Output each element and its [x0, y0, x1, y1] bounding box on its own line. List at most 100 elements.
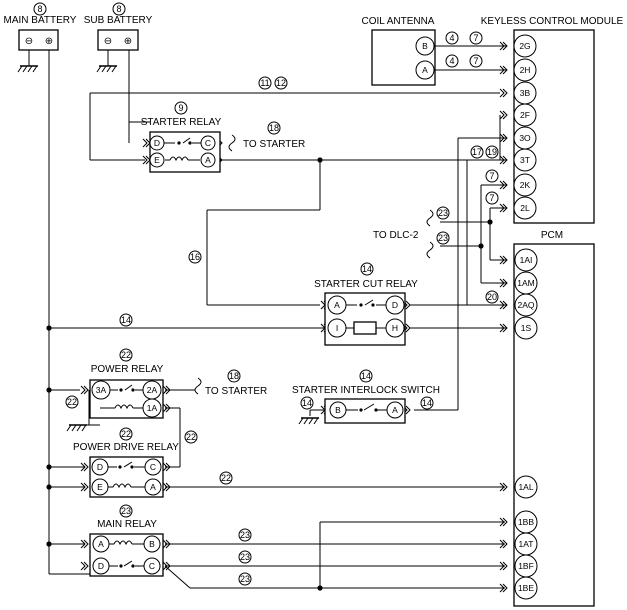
svg-text:B: B — [149, 539, 155, 549]
svg-text:4: 4 — [449, 33, 454, 43]
svg-text:22: 22 — [121, 350, 131, 360]
power-drive-relay-label: POWER DRIVE RELAY — [73, 442, 179, 453]
svg-text:22: 22 — [67, 397, 77, 407]
to-starter-label-2: TO STARTER — [205, 386, 267, 397]
power-drive-relay: 22 POWER DRIVE RELAY D C E A — [73, 427, 179, 498]
svg-text:1AM: 1AM — [517, 278, 534, 288]
svg-text:3O: 3O — [519, 133, 531, 143]
main-relay: 23 MAIN RELAY A B D C — [89, 504, 164, 577]
svg-text:12: 12 — [276, 78, 286, 88]
junction-dots — [46, 157, 493, 591]
pcm: PCM 1AI 1AM 2AQ 1S 1AL 1BB 1AT 1BF 1BE — [513, 230, 595, 607]
svg-text:B: B — [422, 41, 428, 51]
svg-text:A: A — [98, 539, 104, 549]
svg-text:23: 23 — [438, 208, 448, 218]
svg-text:2L: 2L — [520, 203, 530, 213]
starter-cut-relay-label: STARTER CUT RELAY — [314, 279, 418, 290]
svg-text:1AT: 1AT — [519, 539, 534, 549]
svg-text:A: A — [334, 300, 340, 310]
svg-text:C: C — [149, 561, 155, 571]
svg-text:2K: 2K — [520, 180, 531, 190]
svg-text:1BB: 1BB — [518, 517, 534, 527]
svg-text:2H: 2H — [520, 65, 531, 75]
svg-text:7: 7 — [489, 193, 494, 203]
pcm-label: PCM — [541, 230, 563, 241]
svg-text:23: 23 — [240, 574, 250, 584]
svg-text:1AL: 1AL — [518, 482, 533, 492]
svg-text:18: 18 — [229, 371, 239, 381]
svg-text:3B: 3B — [520, 88, 531, 98]
svg-text:2G: 2G — [519, 41, 530, 51]
svg-text:7: 7 — [489, 171, 494, 181]
to-dlc2-label: TO DLC-2 — [373, 230, 419, 241]
wires — [48, 45, 507, 589]
svg-text:H: H — [392, 323, 398, 333]
starter-cut-relay: 14 STARTER CUT RELAY A D I H — [314, 262, 418, 346]
svg-text:9: 9 — [178, 103, 183, 113]
svg-text:⊕: ⊕ — [124, 36, 132, 47]
svg-text:D: D — [392, 300, 398, 310]
svg-text:2F: 2F — [520, 110, 530, 120]
starter-interlock-switch: 14 STARTER INTERLOCK SWITCH B A — [292, 369, 440, 425]
svg-text:C: C — [150, 462, 156, 472]
svg-text:22: 22 — [186, 432, 196, 442]
svg-text:8: 8 — [116, 4, 121, 14]
svg-text:1BF: 1BF — [518, 561, 534, 571]
svg-text:⊖: ⊖ — [104, 36, 112, 47]
svg-text:2AQ: 2AQ — [517, 300, 534, 310]
svg-text:3A: 3A — [96, 385, 107, 395]
svg-text:⊕: ⊕ — [45, 36, 53, 47]
coil-antenna-label: COIL ANTENNA — [362, 16, 435, 27]
svg-text:22: 22 — [121, 429, 131, 439]
svg-text:D: D — [97, 462, 103, 472]
svg-text:23: 23 — [240, 530, 250, 540]
svg-text:18: 18 — [269, 123, 279, 133]
svg-text:16: 16 — [190, 252, 200, 262]
svg-text:A: A — [150, 482, 156, 492]
free-labels: TO STARTER TO STARTER TO DLC-2 — [194, 134, 434, 397]
to-starter-label-1: TO STARTER — [243, 139, 305, 150]
svg-text:19: 19 — [487, 147, 497, 157]
interlock-switch-label: STARTER INTERLOCK SWITCH — [292, 385, 440, 396]
svg-text:1AI: 1AI — [520, 255, 533, 265]
svg-text:17: 17 — [472, 147, 482, 157]
svg-text:2A: 2A — [147, 385, 158, 395]
svg-text:23: 23 — [121, 506, 131, 516]
svg-text:D: D — [98, 561, 104, 571]
svg-text:A: A — [205, 155, 211, 165]
starter-relay: 9 STARTER RELAY D C E A — [141, 101, 222, 173]
main-battery-label: MAIN BATTERY — [4, 15, 77, 26]
power-relay: 22 POWER RELAY 3A 2A 1A — [66, 348, 164, 432]
svg-text:⊖: ⊖ — [25, 36, 33, 47]
svg-text:11: 11 — [260, 78, 269, 88]
svg-text:8: 8 — [37, 4, 42, 14]
svg-text:1S: 1S — [521, 323, 532, 333]
svg-text:1BE: 1BE — [518, 583, 534, 593]
svg-text:22: 22 — [221, 473, 231, 483]
svg-text:20: 20 — [487, 292, 497, 302]
svg-text:23: 23 — [240, 552, 250, 562]
starter-relay-label: STARTER RELAY — [141, 117, 222, 128]
svg-text:D: D — [154, 138, 160, 148]
keyless-module-label: KEYLESS CONTROL MODULE — [481, 16, 624, 27]
svg-text:E: E — [97, 482, 103, 492]
sub-battery-label: SUB BATTERY — [84, 15, 153, 26]
svg-text:1A: 1A — [147, 403, 158, 413]
svg-text:14: 14 — [121, 315, 131, 325]
main-battery: 8 MAIN BATTERY ⊖ ⊕ — [4, 2, 77, 73]
svg-text:3T: 3T — [520, 155, 530, 165]
svg-text:4: 4 — [449, 56, 454, 66]
main-relay-label: MAIN RELAY — [97, 519, 157, 530]
svg-text:14: 14 — [362, 264, 372, 274]
svg-text:14: 14 — [302, 398, 312, 408]
svg-text:23: 23 — [438, 233, 448, 243]
svg-text:E: E — [154, 155, 160, 165]
svg-text:7: 7 — [473, 33, 478, 43]
svg-text:I: I — [336, 323, 338, 333]
keyless-control-module: KEYLESS CONTROL MODULE 2G 2H 3B 2F 3O 3T… — [481, 16, 624, 224]
svg-text:14: 14 — [361, 371, 371, 381]
svg-text:14: 14 — [422, 398, 432, 408]
sub-battery: 8 SUB BATTERY ⊖ ⊕ — [84, 2, 153, 73]
power-relay-label: POWER RELAY — [91, 364, 164, 375]
